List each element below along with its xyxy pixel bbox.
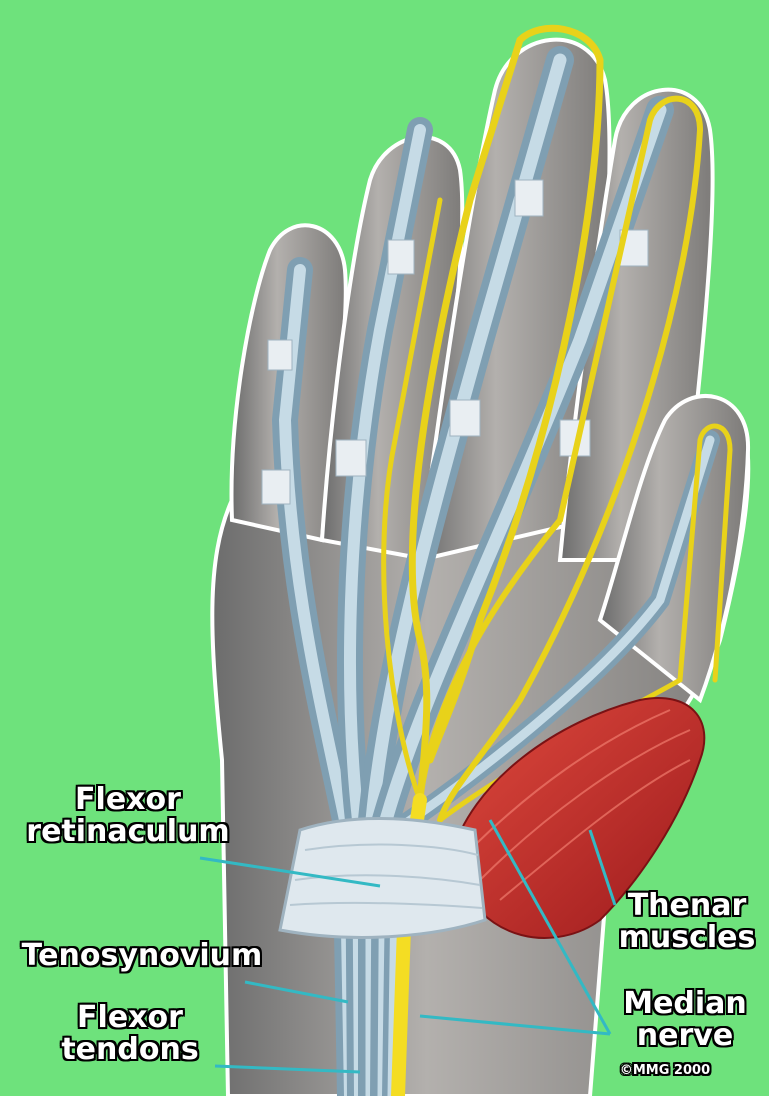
label-flexor-tendons-line1: Flexor — [40, 1002, 220, 1034]
label-median-nerve: Median nerve — [610, 988, 760, 1052]
label-thenar-muscles: Thenar muscles — [612, 890, 762, 954]
label-thenar-muscles-line2: muscles — [612, 922, 762, 954]
label-median-nerve-line2: nerve — [610, 1020, 760, 1052]
label-median-nerve-line1: Median — [610, 988, 760, 1020]
label-flexor-retinaculum-line2: retinaculum — [8, 816, 248, 848]
label-tenosynovium-line1: Tenosynovium — [2, 940, 282, 972]
copyright-notice: ©MMG 2000 — [590, 1064, 740, 1078]
flexor-retinaculum-drawing — [280, 818, 485, 937]
label-tenosynovium: Tenosynovium — [2, 940, 282, 972]
label-flexor-retinaculum: Flexor retinaculum — [8, 784, 248, 848]
label-flexor-tendons-line2: tendons — [40, 1034, 220, 1066]
label-flexor-tendons: Flexor tendons — [40, 1002, 220, 1066]
label-thenar-muscles-line1: Thenar — [612, 890, 762, 922]
label-flexor-retinaculum-line1: Flexor — [8, 784, 248, 816]
